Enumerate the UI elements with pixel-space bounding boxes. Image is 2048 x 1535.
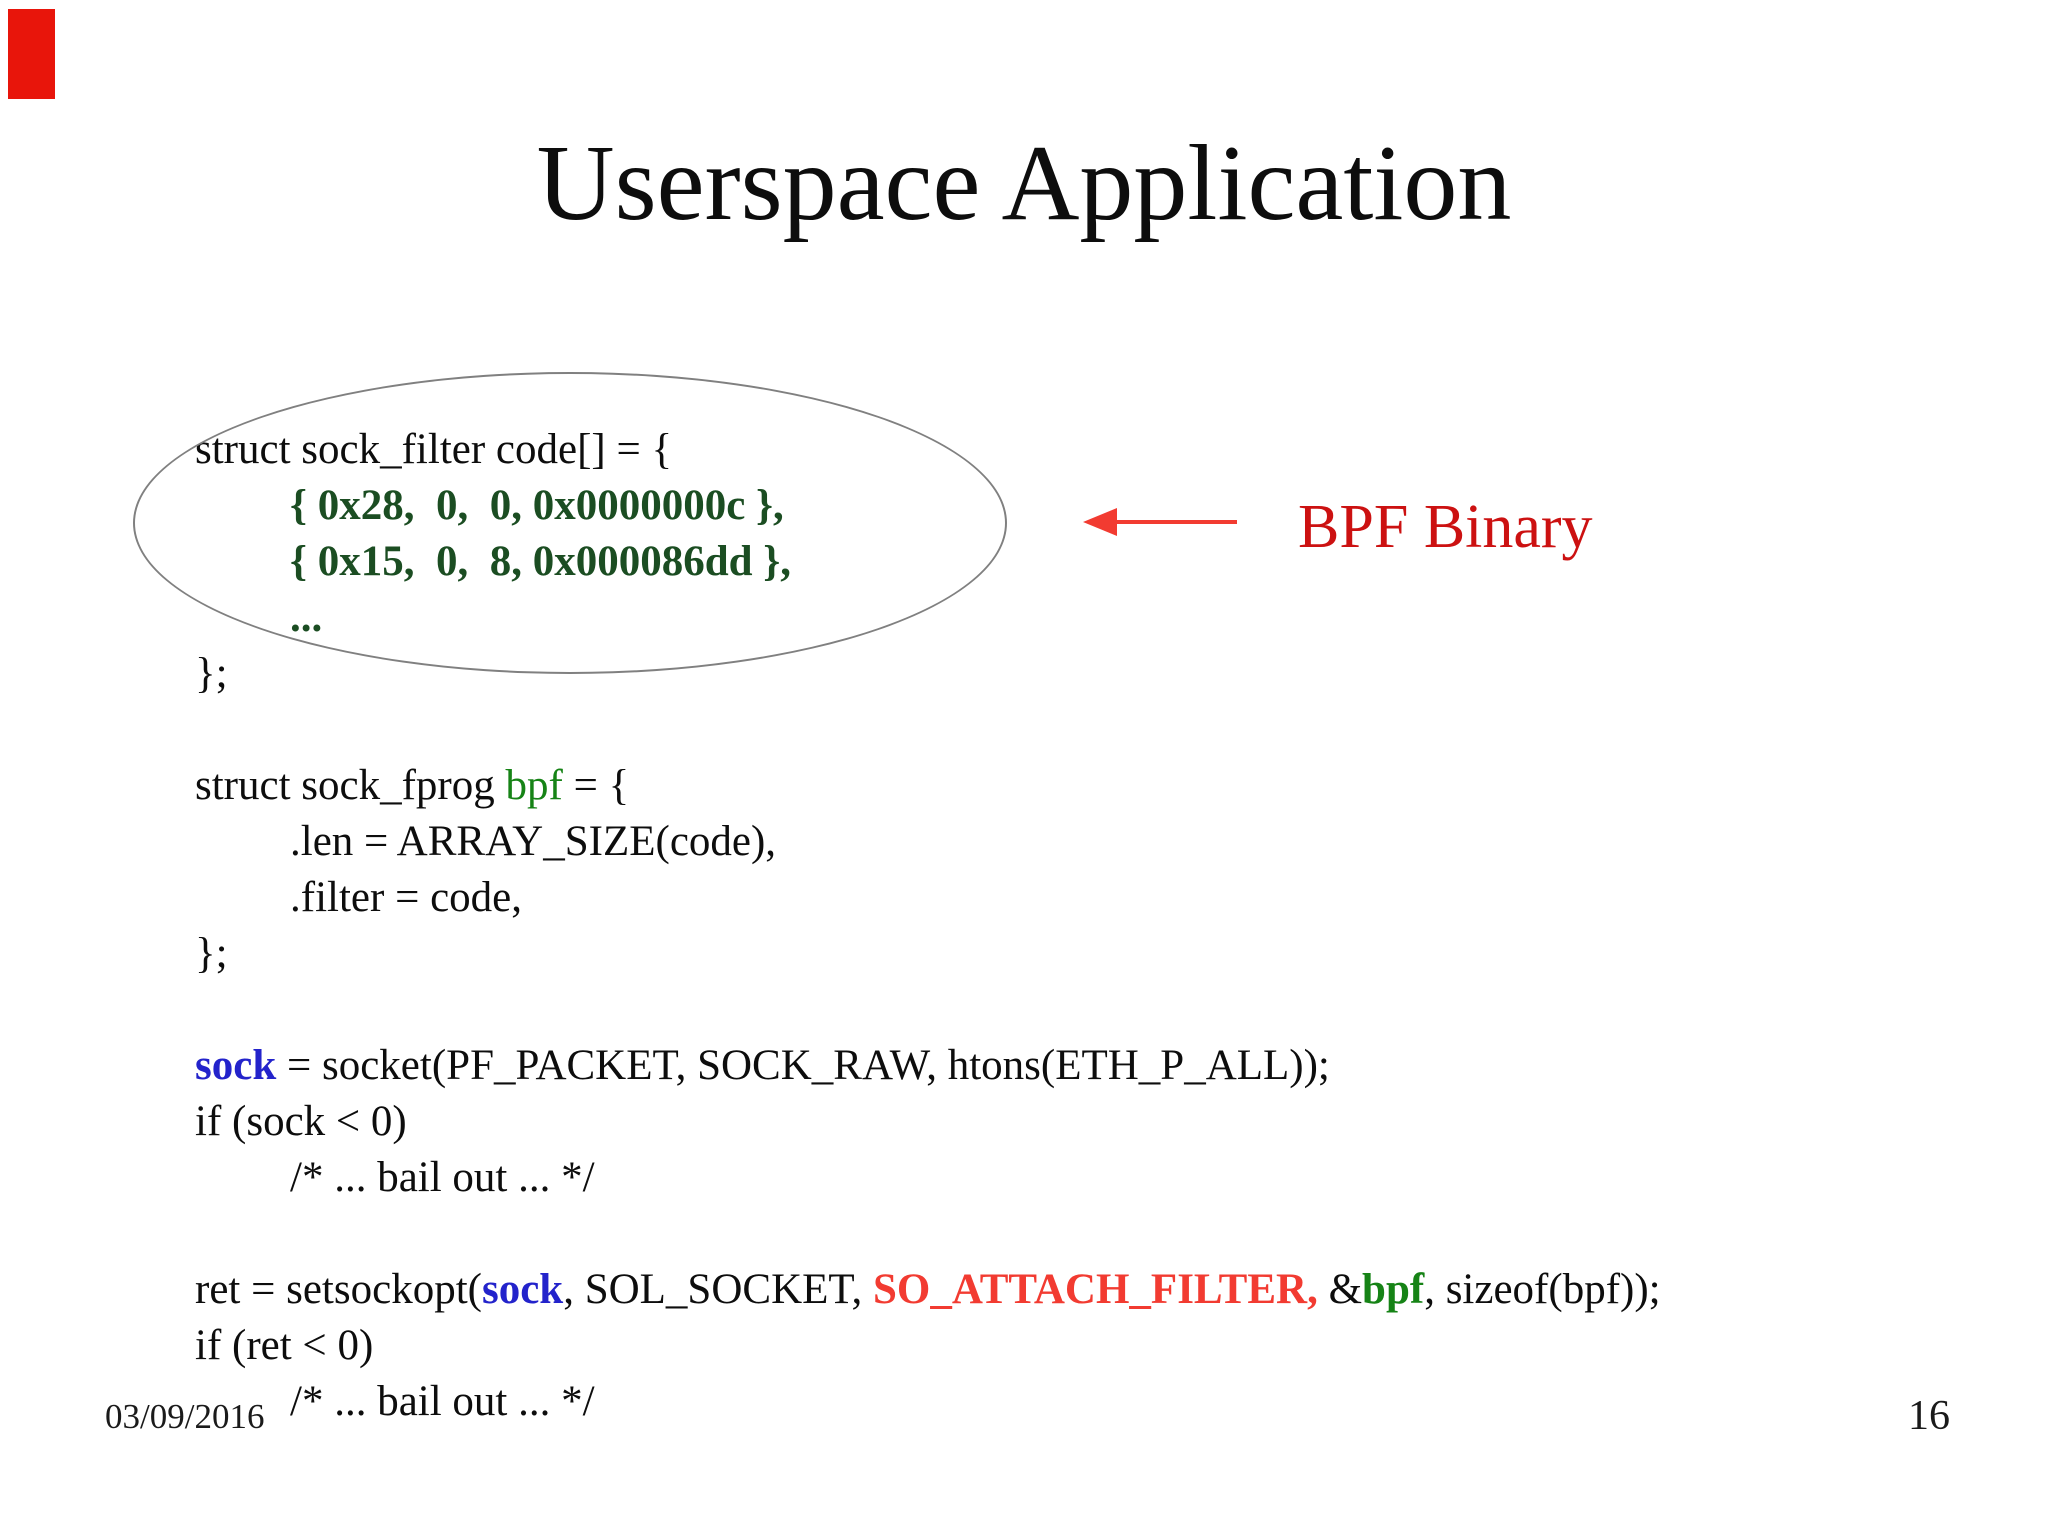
code-line: .filter = code, xyxy=(195,870,1661,926)
code-segment: ret = setsockopt( xyxy=(195,1266,482,1313)
code-segment: struct sock_fprog xyxy=(195,762,506,809)
code-segment: /* ... bail out ... */ xyxy=(290,1154,595,1201)
code-segment: if (ret < 0) xyxy=(195,1322,374,1369)
code-segment: sock xyxy=(195,1042,277,1089)
code-segment: if (sock < 0) xyxy=(195,1098,407,1145)
code-line: /* ... bail out ... */ xyxy=(195,1150,1661,1206)
code-segment: bpf xyxy=(505,762,563,809)
code-line: if (ret < 0) xyxy=(195,1318,1661,1374)
code-line: .len = ARRAY_SIZE(code), xyxy=(195,814,1661,870)
code-blank-line xyxy=(195,1206,1661,1262)
code-segment: = socket(PF_PACKET, SOCK_RAW, htons(ETH_… xyxy=(276,1042,1330,1089)
bpf-binary-label: BPF Binary xyxy=(1298,493,1593,561)
code-segment: SO_ATTACH_FILTER, xyxy=(872,1266,1318,1313)
code-line: if (sock < 0) xyxy=(195,1094,1661,1150)
code-segment: .filter = code, xyxy=(290,874,522,921)
code-line: ret = setsockopt(sock, SOL_SOCKET, SO_AT… xyxy=(195,1262,1661,1318)
code-blank-line xyxy=(195,702,1661,758)
code-line: sock = socket(PF_PACKET, SOCK_RAW, htons… xyxy=(195,1038,1661,1094)
slide-title: Userspace Application xyxy=(536,124,1512,243)
code-segment: & xyxy=(1317,1266,1363,1313)
code-segment: = { xyxy=(562,762,630,809)
code-line: /* ... bail out ... */ xyxy=(195,1374,1661,1430)
code-line: }; xyxy=(195,926,1661,982)
code-segment: }; xyxy=(195,930,228,977)
arrow-shaft xyxy=(1113,520,1237,524)
slide-date: 03/09/2016 xyxy=(105,1397,265,1436)
highlight-ellipse xyxy=(133,372,1007,674)
page-number: 16 xyxy=(1908,1393,1950,1439)
code-segment: .len = ARRAY_SIZE(code), xyxy=(290,818,777,865)
code-segment: , sizeof(bpf)); xyxy=(1424,1266,1661,1313)
code-segment: , SOL_SOCKET, xyxy=(563,1266,873,1313)
code-line: }; xyxy=(195,646,1661,702)
left-arrow-icon xyxy=(1083,508,1117,536)
code-line: struct sock_fprog bpf = { xyxy=(195,758,1661,814)
code-segment: bpf xyxy=(1362,1266,1425,1313)
code-segment: sock xyxy=(481,1266,564,1313)
code-blank-line xyxy=(195,982,1661,1038)
code-segment: }; xyxy=(195,650,228,697)
code-segment: /* ... bail out ... */ xyxy=(290,1378,595,1425)
red-corner-marker xyxy=(8,9,55,99)
